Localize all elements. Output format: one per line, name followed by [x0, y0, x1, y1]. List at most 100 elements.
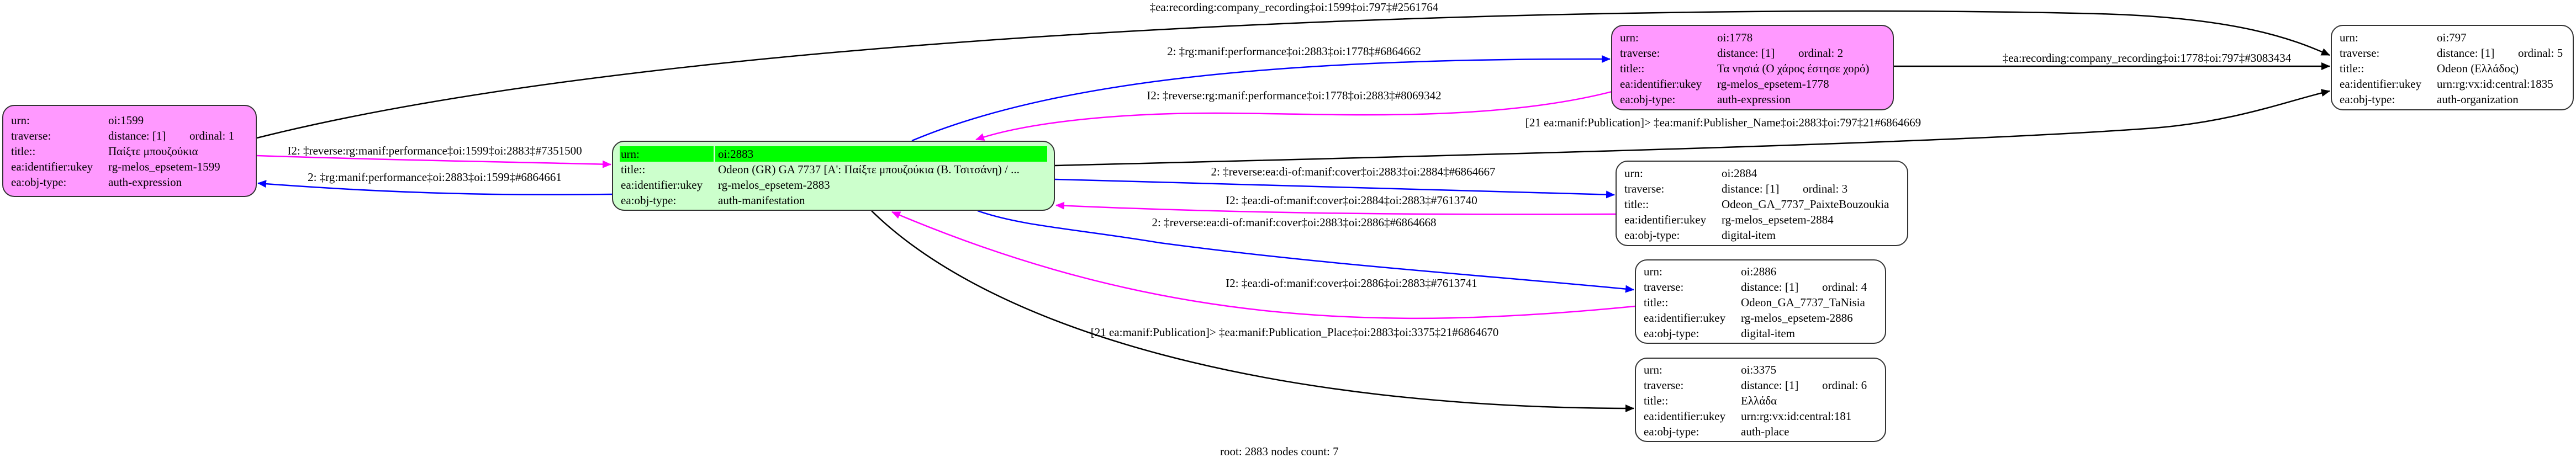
field-label: urn:	[1644, 265, 1662, 278]
ordinal-value: ordinal: 4	[1822, 280, 1867, 294]
row-title: title::Odeon (GR) GA 7737 [A': Παίξτε μπ…	[613, 162, 1054, 177]
field-label: ea:obj-type:	[621, 194, 677, 207]
edge-2886-2883	[891, 211, 1635, 320]
row-title: title::Παίξτε μπουζούκια	[3, 143, 256, 159]
edge-label: 2: ‡reverse:ea:di-of:manif:cover‡oi:2883…	[1211, 165, 1496, 178]
field-value: auth-expression	[1717, 93, 1791, 106]
field-label: ea:identifier:ukey	[11, 160, 93, 173]
row-obj-type: ea:obj-type: digital-item	[1636, 326, 1885, 341]
field-value: rg-melos_epsetem-2883	[718, 178, 830, 191]
field-label: ea:obj-type:	[11, 175, 67, 189]
node-oi-1778[interactable]: urn: oi:1778 traverse: distance: [1] ordina…	[1611, 25, 1894, 110]
edge-2884-2883	[1055, 201, 1616, 215]
distance-value: distance: [1]	[1717, 46, 1775, 60]
field-label: title::	[1644, 296, 1669, 309]
row-ukey: ea:identifier:ukey rg-melos_epsetem-1778	[1612, 76, 1893, 92]
field-label: ea:identifier:ukey	[1644, 311, 1726, 324]
row-obj-type: ea:obj-type:auth-manifestation	[613, 193, 1054, 208]
field-value: Odeon (Ελλάδος)	[2437, 62, 2519, 75]
field-value: auth-place	[1741, 425, 1790, 438]
field-value: rg-melos_epsetem-2886	[1741, 311, 1853, 324]
field-label: urn:	[1644, 363, 1662, 376]
ordinal-value: ordinal: 3	[1803, 182, 1848, 195]
field-label: title::	[11, 145, 36, 158]
row-ukey: ea:identifier:ukey rg-melos_epsetem-2886	[1636, 310, 1885, 326]
distance-value: distance: [1]	[2437, 46, 2495, 60]
field-value: oi:1599	[108, 114, 144, 127]
row-urn: urn:oi:2883	[620, 146, 1047, 162]
field-label: ea:obj-type:	[1644, 327, 1699, 340]
row-urn: urn: oi:2886	[1636, 264, 1885, 279]
field-label: title::	[1620, 62, 1645, 75]
row-obj-type: ea:obj-type: auth-place	[1636, 424, 1885, 439]
row-traverse: traverse: distance: [1] ordinal: 4	[1636, 279, 1885, 295]
field-value: oi:2884	[1722, 167, 1757, 180]
field-value: urn:rg:vx:id:central:1835	[2437, 77, 2553, 91]
field-value: Odeon_GA_7737_TaNisia	[1741, 296, 1865, 309]
distance-value: distance: [1]	[1741, 280, 1799, 294]
field-label: ea:obj-type:	[1644, 425, 1699, 438]
field-value: Odeon (GR) GA 7737 [A': Παίξτε μπουζούκι…	[718, 163, 1020, 176]
edge-label: I2: ‡ea:di-of:manif:cover‡oi:2884‡oi:288…	[1226, 194, 1477, 207]
node-oi-2886[interactable]: urn: oi:2886 traverse: distance: [1] ordina…	[1635, 259, 1886, 344]
field-value: Ελλάδα	[1741, 394, 1777, 407]
field-label: ea:identifier:ukey	[621, 178, 703, 191]
field-value: oi:2883	[718, 147, 754, 161]
field-label: ea:obj-type:	[2340, 93, 2395, 106]
edge-label: I2: ‡ea:di-of:manif:cover‡oi:2886‡oi:288…	[1226, 276, 1477, 290]
row-title: title::Τα νησιά (Ο χάρος έστησε χορό)	[1612, 61, 1893, 76]
ordinal-value: ordinal: 6	[1822, 379, 1867, 392]
row-urn: urn: oi:1778	[1612, 30, 1893, 45]
field-label: title::	[1644, 394, 1669, 407]
field-label: traverse:	[1644, 280, 1684, 294]
row-traverse: traverse:distance: [1]ordinal: 5	[2332, 45, 2573, 61]
field-value: Παίξτε μπουζούκια	[108, 145, 198, 158]
edge-label: ‡ea:recording:company_recording‡oi:1599‡…	[1150, 1, 1439, 14]
row-urn: urn:oi:3375	[1636, 362, 1885, 377]
edge-label: 2: ‡rg:manif:performance‡oi:2883‡oi:1778…	[1167, 45, 1421, 58]
node-oi-2884[interactable]: urn:oi:2884 traverse:distance: [1]ordina…	[1616, 161, 1908, 246]
edge-2883-797	[1054, 89, 2330, 167]
field-label: title::	[1624, 198, 1649, 211]
field-label: urn:	[11, 114, 30, 127]
row-title: title::Ελλάδα	[1636, 393, 1885, 408]
field-label: ea:identifier:ukey	[2340, 77, 2422, 91]
node-oi-2883-root[interactable]: urn:oi:2883 title::Odeon (GR) GA 7737 [A…	[612, 141, 1055, 211]
field-value: auth-organization	[2437, 93, 2519, 106]
field-label: traverse:	[11, 129, 51, 142]
field-value: oi:2886	[1741, 265, 1777, 278]
row-urn: urn: oi:2884	[1617, 166, 1907, 181]
edge-2883-1599	[257, 180, 613, 196]
distance-value: distance: [1]	[108, 129, 166, 142]
node-oi-797[interactable]: urn:oi:797 traverse:distance: [1]ordinal…	[2331, 25, 2574, 110]
field-value: Τα νησιά (Ο χάρος έστησε χορό)	[1717, 62, 1870, 75]
edge-label: [21 ea:manif:Publication]> ‡ea:manif:Pub…	[1525, 116, 1921, 129]
row-title: title::Odeon_GA_7737_TaNisia	[1636, 295, 1885, 310]
field-label: urn:	[1624, 167, 1643, 180]
edge-2883-1778	[911, 55, 1611, 142]
ordinal-value: ordinal: 2	[1798, 46, 1844, 60]
edge-1778-2883	[975, 89, 1619, 141]
field-value: digital-item	[1741, 327, 1795, 340]
graph-caption: root: 2883 nodes count: 7	[1220, 445, 1339, 458]
edge-1599-797	[256, 10, 2330, 139]
node-oi-1599[interactable]: urn:oi:1599 traverse:distance: [1]ordina…	[2, 105, 257, 197]
field-value: oi:1778	[1717, 31, 1753, 44]
edge-2883-3375	[871, 210, 1634, 412]
row-urn: urn: oi:1599	[3, 113, 256, 128]
edge-label: [21 ea:manif:Publication]> ‡ea:manif:Pub…	[1091, 326, 1499, 339]
field-value: oi:797	[2437, 31, 2467, 44]
field-label: ea:identifier:ukey	[1624, 213, 1707, 226]
row-obj-type: ea:obj-type:auth-expression	[1612, 92, 1893, 107]
row-traverse: traverse:distance: [1]ordinal: 6	[1636, 377, 1885, 393]
field-label: traverse:	[1620, 46, 1660, 60]
node-oi-3375[interactable]: urn:oi:3375 traverse:distance: [1]ordina…	[1635, 358, 1886, 442]
field-value: rg-melos_epsetem-1778	[1717, 77, 1829, 91]
field-label: ea:identifier:ukey	[1620, 77, 1702, 91]
edge-label: 2: ‡rg:manif:performance‡oi:2883‡oi:1599…	[308, 171, 562, 184]
edge-1599-2883	[256, 155, 611, 168]
field-label: urn:	[1620, 31, 1639, 44]
row-title: title::Odeon_GA_7737_PaixteBouzoukia	[1617, 196, 1907, 212]
row-obj-type: ea:obj-type: auth-organization	[2332, 92, 2573, 107]
